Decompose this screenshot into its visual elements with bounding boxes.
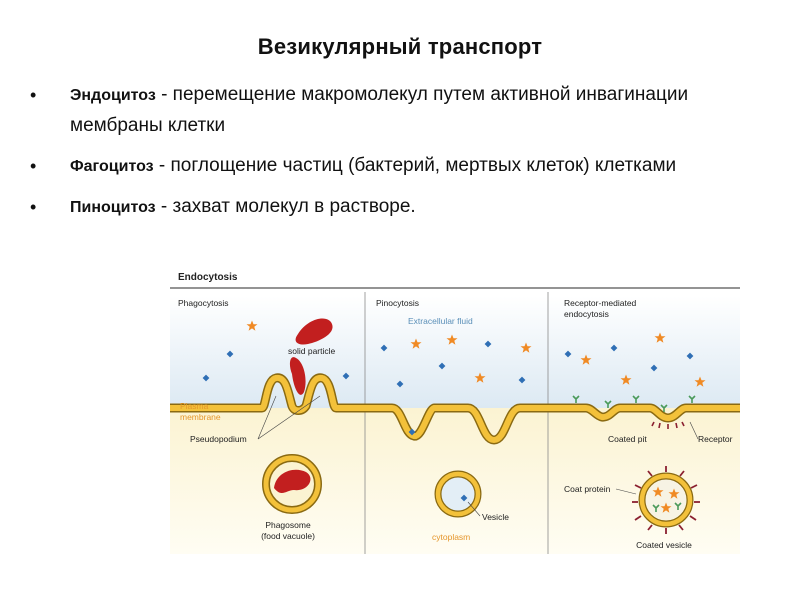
pointer-line [257, 395, 321, 440]
engulfed-particle [289, 357, 306, 395]
term-phagocytosis: Фагоцитоз [70, 158, 154, 175]
plasma-membrane [170, 373, 740, 445]
bullet-dot: • [30, 156, 37, 176]
pointer-line [467, 501, 481, 517]
endocytosis-diagram: Endocytosis Phagocytosis Pinocytosis Rec… [170, 262, 740, 554]
definition-phagocytosis: - поглощение частиц (бактерий, мертвых к… [153, 155, 677, 176]
pointer-line [257, 395, 277, 440]
panel-title-pinocytosis: Pinocytosis [376, 298, 419, 308]
term-endocytosis: Эндоцитоз [70, 87, 156, 104]
bullet-phagocytosis: • Фагоцитоз - поглощение частиц (бактери… [30, 151, 770, 182]
label-pseudopodium: Pseudopodium [190, 434, 247, 444]
diagram-header: Endocytosis [178, 272, 238, 283]
pointer-line [615, 488, 637, 495]
label-extracellular-fluid: Extracellular fluid [408, 316, 473, 326]
pointer-line [689, 421, 699, 440]
term-pinocytosis: Пиноцитоз [70, 199, 156, 216]
panel-title-phagocytosis: Phagocytosis [178, 298, 229, 308]
bullet-dot: • [30, 85, 37, 105]
label-plasma-line2: membrane [180, 412, 221, 422]
label-coated-vesicle: Coated vesicle [636, 540, 692, 550]
panel-title-receptor-line2: endocytosis [564, 309, 609, 319]
bullet-endocytosis: • Эндоцитоз - перемещение макромолекул п… [30, 80, 770, 141]
bullet-list: • Эндоцитоз - перемещение макромолекул п… [30, 80, 770, 233]
label-phagosome-line2: (food vacuole) [261, 531, 315, 541]
bullet-dot: • [30, 197, 37, 217]
label-plasma-line1: Plasma [180, 401, 209, 411]
panel-title-receptor-line1: Receptor-mediated [564, 298, 637, 308]
label-coated-pit: Coated pit [608, 434, 647, 444]
solid-particle-shape [295, 318, 333, 345]
label-coat-protein: Coat protein [564, 484, 611, 494]
coated-vesicle [632, 466, 700, 534]
phagosome-particle [274, 469, 311, 494]
vesicle-membrane-core [435, 471, 481, 517]
label-cytoplasm: cytoplasm [432, 532, 470, 542]
coated-pit [651, 421, 685, 429]
slide-title: Везикулярный транспорт [257, 34, 543, 59]
endocytosis-svg: Endocytosis Phagocytosis Pinocytosis Rec… [170, 272, 740, 554]
label-phagosome-line1: Phagosome [265, 520, 311, 530]
bullet-pinocytosis: • Пиноцитоз - захват молекул в растворе. [30, 192, 770, 223]
definition-pinocytosis: - захват молекул в растворе. [155, 196, 416, 217]
label-vesicle: Vesicle [482, 512, 509, 522]
definition-endocytosis: - перемещение макромолекул путем активно… [70, 84, 689, 136]
extracellular-region [170, 296, 740, 408]
label-solid-particle: solid particle [288, 346, 336, 356]
phagosome-membrane-core [263, 455, 321, 513]
label-receptor: Receptor [698, 434, 733, 444]
